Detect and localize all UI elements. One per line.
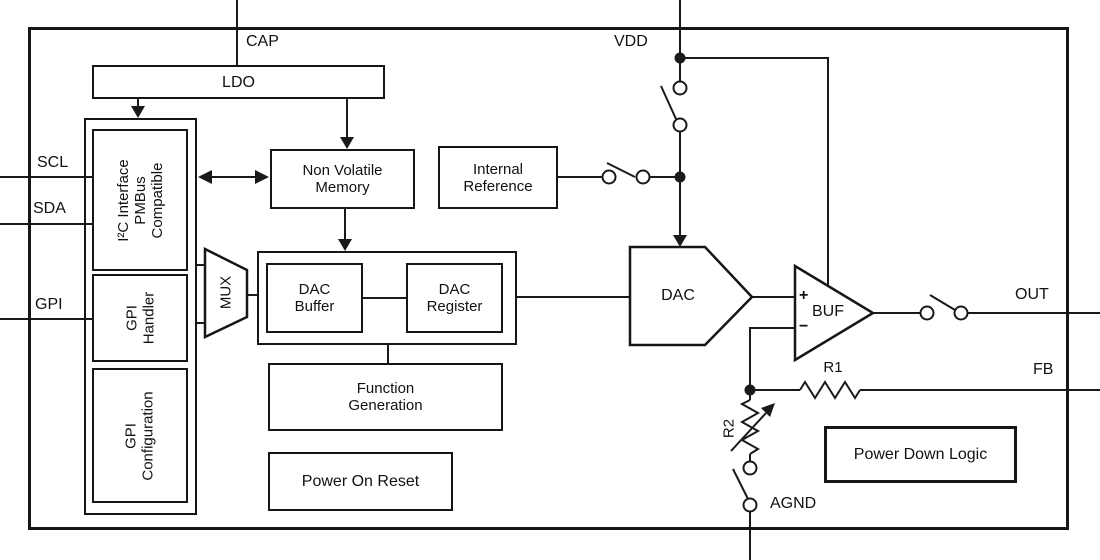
block-non-volatile-memory: Non Volatile Memory [270,149,415,209]
ldo-label: LDO [222,73,255,91]
block-power-on-reset: Power On Reset [268,452,453,511]
non-volatile-memory-label: Non Volatile Memory [302,162,383,196]
r1-label: R1 [823,359,843,376]
pin-label-cap: CAP [246,33,279,50]
gpi-handler-label: GPI Handler [123,291,157,345]
dac-label: DAC [661,287,695,304]
arrowhead-r2-wiper [761,403,775,417]
buf-label: BUF [812,303,844,320]
vdd-switch-contact-bottom [672,117,688,133]
vdd-switch-contact-top [672,80,688,96]
arrowhead-nvm-dacbuf [338,239,352,251]
gpi-configuration-label: GPI Configuration [122,390,157,481]
r2-label: R2 [720,418,738,439]
arrowhead-nvm-i2c-left [198,170,212,184]
i2c-interface-label: I²C Interface PMBus Compatible [114,158,166,242]
agnd-switch-contact-top [742,460,758,476]
arrowhead-ldo-nvm [340,137,354,149]
feedback-wire [749,327,795,385]
block-i2c-interface: I²C Interface PMBus Compatible [92,129,188,271]
agnd-switch-contact-bottom [742,497,758,513]
pin-label-sda: SDA [33,200,66,217]
mux-trapezoid [203,246,249,339]
block-dac-buffer: DAC Buffer [266,263,363,333]
pin-label-out: OUT [1015,286,1049,303]
dac-register-label: DAC Register [426,281,483,315]
block-gpi-configuration: GPI Configuration [92,368,188,503]
out-switch-contact-right [953,305,969,321]
vdd-switch-blade [660,85,677,120]
internal-reference-label: Internal Reference [463,160,533,195]
junction-dot-feedback [744,384,756,396]
opamp-minus-sign: − [799,318,809,335]
pin-label-agnd: AGND [770,495,817,512]
r2-arrow-line [730,412,767,452]
block-function-generation: Function Generation [268,363,503,431]
opamp-plus-sign: + [799,287,809,304]
pin-label-gpi: GPI [35,296,63,313]
out-switch-contact-left [919,305,935,321]
block-gpi-handler: GPI Handler [92,274,188,362]
chip-boundary [28,27,1069,530]
block-dac-register: DAC Register [406,263,503,333]
arrowhead-i2c-nvm-right [255,170,269,184]
pin-label-vdd: VDD [614,33,648,50]
junction-dot-vdd-top [674,52,686,64]
arrowhead-vdd-dac [673,235,687,247]
out-switch-blade [929,294,956,311]
agnd-switch-blade [732,468,749,500]
digital-blocks-container [84,118,197,515]
power-down-logic-label: Power Down Logic [853,446,988,463]
dac-buffer-label: DAC Buffer [294,281,335,315]
function-generation-label: Function Generation [348,380,423,414]
arrowhead-ldo-i2c [131,106,145,118]
block-ldo: LDO [92,65,385,99]
dac-buffer-register-container [257,251,517,345]
pin-label-fb: FB [1033,361,1054,378]
block-power-down-logic: Power Down Logic [824,426,1017,483]
intref-switch-contact-left [601,169,617,185]
pin-label-scl: SCL [37,154,69,171]
intref-switch-blade [606,162,636,178]
vdd-to-buf-wire [680,57,829,286]
power-on-reset-label: Power On Reset [301,473,420,490]
intref-switch-contact-right [635,169,651,185]
mux-label: MUX [217,275,235,310]
dac-pentagon [628,245,754,347]
r2-resistor-symbol [739,399,761,455]
r1-resistor-symbol [799,380,861,400]
block-internal-reference: Internal Reference [438,146,558,209]
junction-dot-vdd-ref [674,171,686,183]
buf-opamp-triangle [793,263,876,363]
